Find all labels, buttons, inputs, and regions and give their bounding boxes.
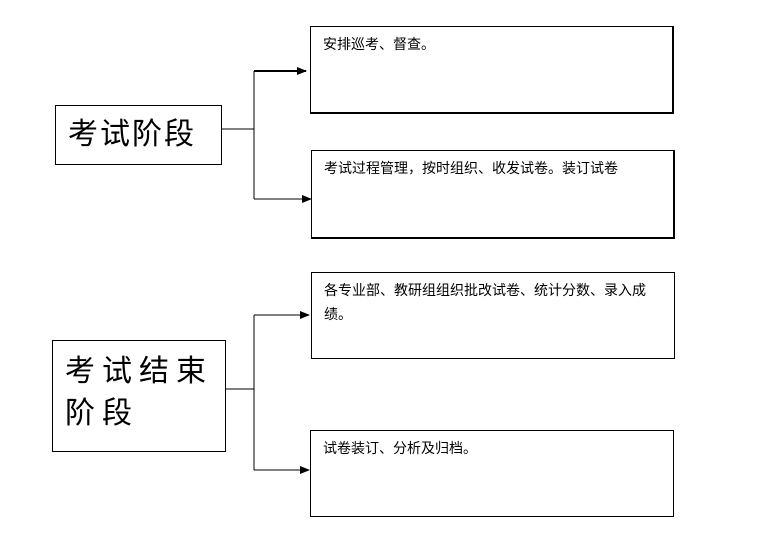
- stage-1-connector: [221, 67, 312, 203]
- task-box-archive: 试卷装订、分析及归档。: [310, 430, 674, 517]
- stage-box-exam: 考试阶段: [55, 105, 222, 165]
- task-box-patrol: 安排巡考、督查。: [310, 26, 674, 114]
- stage-box-post-exam: 考试结束阶段: [52, 340, 226, 452]
- stage-label: 考试阶段: [68, 117, 196, 152]
- task-text: 试卷装订、分析及归档。: [323, 441, 477, 457]
- task-text: 考试过程管理，按时组织、收发试卷。装订试卷: [324, 161, 618, 177]
- task-box-grading: 各专业部、教研组组织批改试卷、统计分数、录入成绩。: [311, 272, 675, 359]
- task-box-exam-process: 考试过程管理，按时组织、收发试卷。装订试卷: [311, 150, 675, 239]
- stage-2-connector: [225, 311, 310, 474]
- task-text: 安排巡考、督查。: [323, 37, 435, 53]
- task-text: 各专业部、教研组组织批改试卷、统计分数、录入成绩。: [324, 283, 646, 323]
- stage-label: 考试结束阶段: [65, 354, 213, 431]
